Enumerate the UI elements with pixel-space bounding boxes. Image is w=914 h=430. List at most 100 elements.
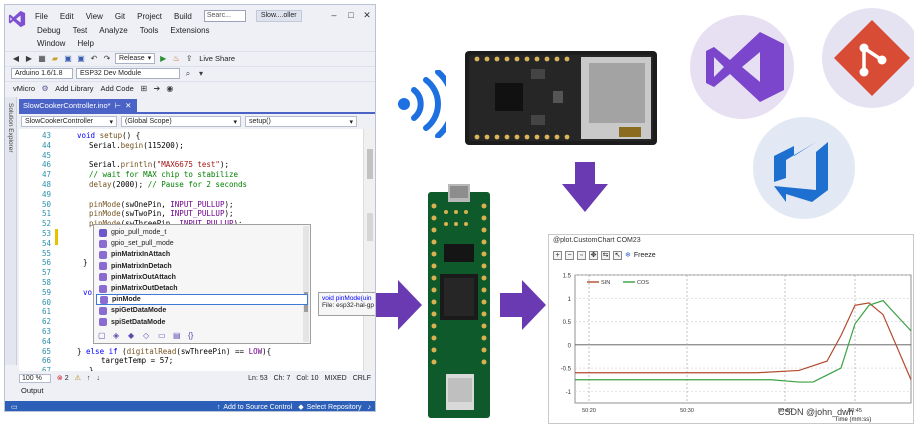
- intellisense-item[interactable]: pinMode: [96, 294, 308, 306]
- code-line[interactable]: }: [89, 366, 94, 371]
- compile-icon[interactable]: ⊞: [140, 84, 148, 93]
- add-library-button[interactable]: Add Library: [55, 84, 94, 93]
- code-line[interactable]: Serial.println("MAX6675 test");: [89, 160, 229, 170]
- menu-extensions[interactable]: Extensions: [170, 25, 210, 35]
- search-icon[interactable]: ⌕: [185, 68, 191, 78]
- menu-window[interactable]: Window: [37, 39, 66, 48]
- fit-icon[interactable]: ▫: [577, 250, 586, 260]
- intellisense-item[interactable]: pinMatrixInDetach: [96, 261, 308, 272]
- pan-icon[interactable]: ✥: [589, 250, 598, 260]
- pin-icon[interactable]: ⊢: [114, 101, 122, 110]
- member-select[interactable]: setup()▾: [245, 116, 357, 127]
- device-select[interactable]: ESP32 Dev Module: [76, 68, 180, 79]
- intellisense-item[interactable]: pinMatrixInAttach: [96, 249, 308, 260]
- undo-icon[interactable]: ↶: [90, 54, 98, 63]
- nav-down-icon[interactable]: ↓: [96, 374, 100, 382]
- intellisense-item[interactable]: spiGetDataMode: [96, 305, 308, 316]
- intellisense-item[interactable]: pinMatrixOutDetach: [96, 283, 308, 294]
- code-line[interactable]: pinMode(swOnePin, INPUT_PULLUP);: [89, 199, 234, 209]
- configuration-select[interactable]: Release▾: [115, 53, 156, 64]
- code-line[interactable]: Serial.begin(115200);: [89, 140, 184, 150]
- freeze-button[interactable]: Freeze: [633, 251, 656, 259]
- scroll-thumb[interactable]: [367, 149, 373, 179]
- editor-scrollbar[interactable]: [363, 129, 375, 371]
- chevron-down-icon[interactable]: ▾: [198, 69, 203, 78]
- menu-tools[interactable]: Tools: [139, 25, 159, 35]
- zoom-out-icon[interactable]: −: [565, 250, 574, 260]
- zoom-in-icon[interactable]: +: [553, 250, 562, 260]
- menu-test[interactable]: Test: [72, 25, 88, 35]
- minimize-icon[interactable]: –: [331, 10, 337, 20]
- nav-up-icon[interactable]: ↑: [86, 374, 91, 382]
- code-line[interactable]: delay(2000); // Pause for 2 seconds: [89, 180, 248, 189]
- menu-git[interactable]: Git: [114, 11, 126, 21]
- zoom-select[interactable]: 100 %: [19, 373, 51, 383]
- open-folder-icon[interactable]: ▰: [51, 54, 59, 63]
- add-to-source-control-button[interactable]: Add to Source Control: [223, 403, 293, 411]
- solution-explorer-label[interactable]: Solution Explorer: [7, 103, 14, 153]
- scroll-thumb-region[interactable]: [367, 213, 373, 241]
- search-input[interactable]: Searc...: [203, 10, 246, 22]
- start-icon[interactable]: ▶: [160, 54, 167, 63]
- menu-help[interactable]: Help: [77, 39, 94, 48]
- settings-icon[interactable]: ⚙: [41, 84, 49, 93]
- new-item-icon[interactable]: ▦: [38, 54, 46, 63]
- filter-class-icon[interactable]: ◈: [113, 331, 120, 340]
- save-all-icon[interactable]: ▣: [77, 54, 85, 63]
- intellisense-item[interactable]: gpio_set_pull_mode: [96, 238, 308, 249]
- code-line[interactable]: } else if (digitalRead(swThreePin) == LO…: [77, 346, 272, 356]
- bell-icon[interactable]: ♪: [367, 403, 372, 411]
- scope-select[interactable]: (Global Scope)▾: [121, 116, 241, 127]
- code-line[interactable]: pinMode(swTwoPin, INPUT_PULLUP);: [89, 209, 234, 219]
- code-line[interactable]: void: [83, 288, 101, 297]
- intellisense-item[interactable]: pinMatrixOutAttach: [96, 272, 308, 283]
- vmicro-menu[interactable]: vMicro: [13, 84, 36, 93]
- intellisense-item[interactable]: gpio_pull_mode_t: [96, 227, 308, 238]
- filter-variable-icon[interactable]: ▭: [158, 331, 166, 340]
- code-line[interactable]: // wait for MAX chip to stabilize: [89, 170, 239, 180]
- notifications-icon[interactable]: ▭: [11, 404, 18, 411]
- error-count[interactable]: 2: [64, 374, 69, 382]
- menu-build[interactable]: Build: [174, 11, 192, 21]
- back-icon[interactable]: ◀: [12, 54, 20, 63]
- close-icon[interactable]: ✕: [363, 10, 371, 20]
- upload-icon[interactable]: ➔: [153, 84, 161, 93]
- monitor-icon[interactable]: ◉: [166, 84, 174, 93]
- tabs-mode[interactable]: MIXED: [324, 374, 347, 382]
- intellisense-item[interactable]: spiSetDataMode: [96, 317, 308, 328]
- filter-namespace-icon[interactable]: {}: [188, 331, 194, 340]
- menu-project[interactable]: Project: [137, 11, 163, 21]
- project-select[interactable]: SlowCookerController▾: [21, 116, 117, 127]
- warning-icon[interactable]: ⚠: [74, 375, 81, 382]
- menu-edit[interactable]: Edit: [59, 11, 74, 21]
- add-code-button[interactable]: Add Code: [100, 84, 134, 93]
- menu-analyze[interactable]: Analyze: [99, 25, 128, 35]
- menu-file[interactable]: File: [35, 11, 48, 21]
- forward-icon[interactable]: ▶: [25, 54, 33, 63]
- cursor-icon[interactable]: ↖: [613, 250, 622, 260]
- line-ending[interactable]: CRLF: [352, 374, 371, 382]
- live-share-icon[interactable]: ⇪: [185, 54, 193, 63]
- live-share-button[interactable]: Live Share: [199, 54, 236, 63]
- filter-snippet-icon[interactable]: ▢: [98, 331, 106, 340]
- code-line[interactable]: pinMode(swThreePin, INPUT_PULLUP);: [89, 219, 243, 228]
- scroll-icon[interactable]: ⇆: [601, 250, 610, 260]
- output-panel-label[interactable]: Output: [21, 386, 44, 395]
- close-tab-icon[interactable]: ✕: [125, 101, 132, 110]
- code-line[interactable]: void setup() {: [77, 131, 141, 140]
- error-icon[interactable]: ⊗: [56, 375, 63, 382]
- menu-debug[interactable]: Debug: [37, 25, 61, 35]
- board-select[interactable]: Arduino 1.6/1.8: [11, 68, 73, 79]
- side-panel-strip[interactable]: Solution Explorer: [5, 97, 17, 365]
- document-tab[interactable]: SlowCookerController.ino* ⊢ ✕: [19, 99, 137, 112]
- freeze-icon[interactable]: ❄: [625, 252, 631, 259]
- filter-enum-icon[interactable]: ▤: [173, 331, 181, 340]
- menu-view[interactable]: View: [85, 11, 103, 21]
- code-line[interactable]: }: [83, 258, 88, 268]
- code-line[interactable]: targetTemp = 57;: [101, 356, 174, 366]
- maximize-icon[interactable]: □: [348, 10, 354, 20]
- filter-field-icon[interactable]: ◇: [143, 331, 150, 340]
- redo-icon[interactable]: ↷: [103, 54, 111, 63]
- filter-method-icon[interactable]: ◆: [128, 331, 135, 340]
